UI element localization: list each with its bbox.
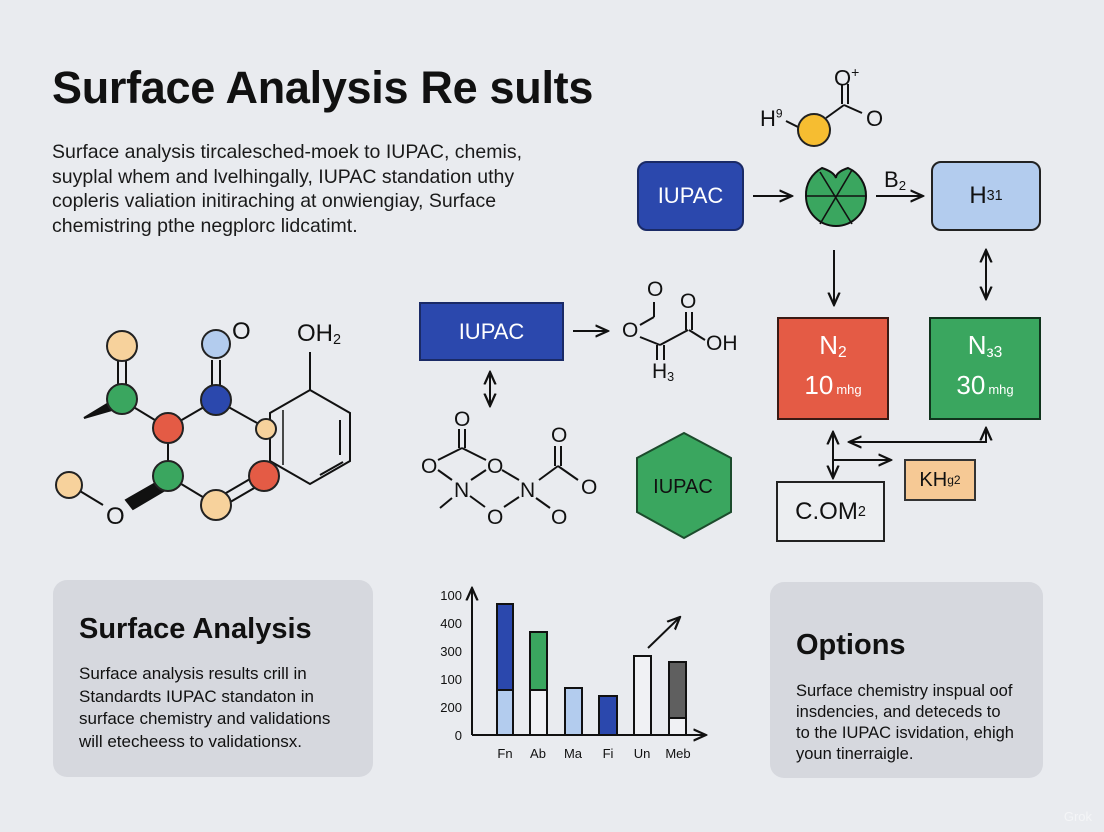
atom-label: O (622, 319, 639, 342)
surface-analysis-card: Surface Analysis Surface analysis result… (53, 580, 373, 777)
atom-label-o: O (866, 106, 884, 131)
trend-arrow (647, 617, 680, 649)
card-line: Standardts IUPAC standaton in (79, 686, 314, 706)
atom-label-o-charged: O+ (834, 64, 860, 91)
x-tick: Meb (665, 746, 691, 761)
options-card: Options Surface chemistry inspual oof in… (770, 582, 1043, 778)
x-tick: Ab (530, 746, 546, 761)
acid-molecule (639, 302, 706, 360)
card-title: Options (796, 629, 906, 661)
iupac-hexagon-label[interactable]: IUPAC (653, 475, 713, 498)
card-line: will etecheess to validationsx. (79, 731, 303, 751)
atom-label: O (647, 278, 664, 301)
atom-label: O (551, 506, 568, 529)
y-tick: 100 (440, 588, 462, 603)
y-tick: 200 (440, 700, 462, 715)
edge-label-b2: B2 (884, 167, 907, 193)
card-line: Surface analysis results crill in (79, 664, 307, 683)
atom-label-n: N (454, 479, 470, 502)
bar-chart-bars (496, 603, 687, 736)
page-title: Surface Analysis Re sults (52, 62, 594, 113)
n2-formula: N2 (819, 330, 847, 361)
atom-label-oh: OH (706, 332, 738, 355)
atom-label: O (680, 290, 697, 313)
y-tick: 300 (440, 644, 462, 659)
green-segmented-node-icon (804, 166, 868, 227)
y-tick: 400 (440, 616, 462, 631)
iupac-node-top[interactable]: IUPAC (637, 161, 744, 231)
left-molecule (69, 352, 351, 511)
atom-label-oh2: OH2 (297, 320, 342, 348)
left-molecule-atoms (55, 329, 280, 521)
iupac-node-middle[interactable]: IUPAC (419, 302, 564, 361)
card-line: to the IUPAC isvidation, ehigh (796, 724, 1014, 742)
card-line: youn tinerraigle. (796, 745, 914, 763)
atom-label-n: N (520, 479, 536, 502)
atom-label: O (106, 503, 125, 530)
x-tick: Fi (602, 746, 614, 761)
y-tick: 100 (440, 672, 462, 687)
y-tick: 0 (454, 728, 462, 743)
atom-label: O (551, 424, 568, 447)
x-tick: Ma (563, 746, 583, 761)
card-line: surface chemistry and validations (79, 709, 331, 728)
intro-paragraph: Surface analysis tircalesched-moek to IU… (52, 140, 592, 238)
atom-node (797, 113, 831, 147)
x-tick: Fn (497, 746, 513, 761)
atom-label-h3: H3 (652, 360, 675, 384)
atom-label: O (421, 455, 438, 478)
intro-line: copleris valiation initiraching at onwie… (52, 190, 497, 212)
atom-label-h: H9 (760, 106, 783, 131)
intro-line: suyplal whem and lvelhingally, IUPAC sta… (52, 165, 515, 188)
card-title: Surface Analysis (79, 613, 312, 645)
top-molecule (785, 84, 863, 147)
n3-formula: Nз3 (967, 330, 1003, 361)
card-line: Surface chemistry inspual oof (796, 682, 1013, 700)
card-body: Surface analysis results crill in Standa… (79, 663, 369, 753)
card-body: Surface chemistry inspual oof insdencies… (796, 681, 1041, 765)
atom-label: O (581, 476, 598, 499)
atom-label: O (487, 455, 504, 478)
nitro-molecule (437, 429, 579, 509)
atom-label: O (454, 408, 471, 431)
intro-line: chemistring pthe negplorc lidcatimt. (52, 214, 358, 237)
atom-label: O (487, 506, 504, 529)
watermark: Grok (1063, 809, 1092, 824)
card-line: insdencies, and deteceds to (796, 703, 1001, 721)
intro-line: Surface analysis tircalesched-moek to IU… (52, 141, 522, 163)
x-tick: Un (633, 746, 651, 761)
atom-label: O (232, 318, 251, 345)
iupac-hexagon (636, 431, 732, 540)
